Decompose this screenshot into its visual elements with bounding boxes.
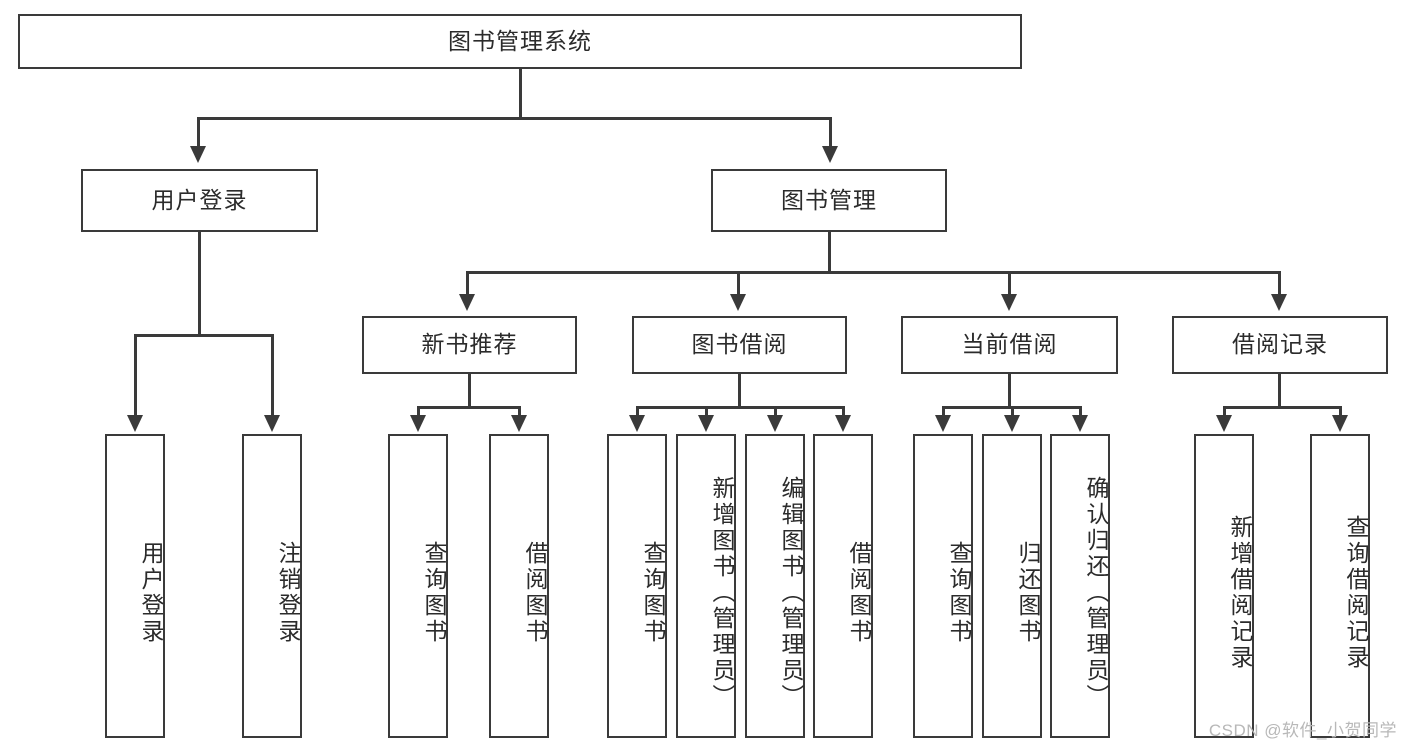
connector-borrow-record-stem (1278, 374, 1281, 406)
node-label: 查询图书 (946, 541, 972, 645)
node-label: 用户登录 (151, 186, 248, 213)
node-label: 注销登录 (275, 541, 301, 645)
connector-user-login-bus (134, 334, 273, 337)
connector-book-borrow-bus (636, 406, 843, 409)
connector-to-leaf-confirm-return (1079, 406, 1082, 418)
node-label: 新增图书（管理员） (709, 476, 735, 710)
connector-to-leaf-edit-book (774, 406, 777, 418)
connector-to-leaf-borrow-book-2 (842, 406, 845, 418)
connector-book-borrow-stem (738, 374, 741, 406)
arrowhead-leaf-edit-book (767, 415, 783, 432)
arrowhead-leaf-return-book (1004, 415, 1020, 432)
connector-new-book-recommend-stem (468, 374, 471, 406)
leaf-query-book-3[interactable]: 查询图书 (913, 434, 973, 738)
node-label: 确认归还（管理员） (1083, 476, 1109, 710)
leaf-query-book-1[interactable]: 查询图书 (388, 434, 448, 738)
connector-to-new-book-recommend (466, 271, 469, 297)
connector-to-leaf-query-book-3 (942, 406, 945, 418)
node-book-management[interactable]: 图书管理 (711, 169, 947, 232)
node-label: 新书推荐 (421, 331, 518, 358)
connector-level2-bus (197, 117, 832, 120)
leaf-add-record[interactable]: 新增借阅记录 (1194, 434, 1254, 738)
connector-to-leaf-query-record (1339, 406, 1342, 418)
leaf-borrow-book-1[interactable]: 借阅图书 (489, 434, 549, 738)
leaf-confirm-return[interactable]: 确认归还（管理员） (1050, 434, 1110, 738)
arrowhead-current-borrow (1001, 294, 1017, 311)
leaf-borrow-book-2[interactable]: 借阅图书 (813, 434, 873, 738)
connector-to-leaf-add-book (705, 406, 708, 418)
node-new-book-recommend[interactable]: 新书推荐 (362, 316, 577, 374)
node-label: 图书借阅 (691, 331, 788, 358)
connector-to-current-borrow (1008, 271, 1011, 297)
connector-to-leaf-user-logout (271, 334, 274, 418)
arrowhead-leaf-add-record (1216, 415, 1232, 432)
connector-to-borrow-record (1278, 271, 1281, 297)
node-borrow-record[interactable]: 借阅记录 (1172, 316, 1388, 374)
leaf-edit-book[interactable]: 编辑图书（管理员） (745, 434, 805, 738)
node-label: 查询图书 (421, 541, 447, 645)
node-label: 查询借阅记录 (1343, 515, 1369, 671)
arrowhead-book-management (822, 146, 838, 163)
leaf-add-book[interactable]: 新增图书（管理员） (676, 434, 736, 738)
leaf-query-record[interactable]: 查询借阅记录 (1310, 434, 1370, 738)
connector-level3-bus (466, 271, 1280, 274)
connector-to-user-login (197, 117, 200, 149)
connector-root-stem (519, 69, 522, 118)
connector-user-login-stem (198, 232, 201, 334)
arrowhead-book-borrow (730, 294, 746, 311)
connector-to-leaf-borrow-book-1 (518, 406, 521, 418)
arrowhead-leaf-query-record (1332, 415, 1348, 432)
node-label: 借阅记录 (1232, 331, 1328, 358)
node-label: 借阅图书 (846, 541, 872, 645)
leaf-user-login[interactable]: 用户登录 (105, 434, 165, 738)
arrowhead-leaf-borrow-book-2 (835, 415, 851, 432)
connector-to-leaf-query-book-2 (636, 406, 639, 418)
node-label: 图书管理系统 (448, 27, 592, 54)
connector-to-leaf-user-login (134, 334, 137, 418)
arrowhead-leaf-user-login (127, 415, 143, 432)
connector-to-leaf-add-record (1223, 406, 1226, 418)
connector-borrow-record-bus (1223, 406, 1341, 409)
arrowhead-leaf-query-book-1 (410, 415, 426, 432)
node-label: 新增借阅记录 (1227, 515, 1253, 671)
node-book-borrow[interactable]: 图书借阅 (632, 316, 847, 374)
arrowhead-new-book-recommend (459, 294, 475, 311)
node-label: 借阅图书 (522, 541, 548, 645)
node-root-book-management-system[interactable]: 图书管理系统 (18, 14, 1022, 69)
arrowhead-leaf-add-book (698, 415, 714, 432)
node-label: 查询图书 (640, 541, 666, 645)
connector-to-book-borrow (737, 271, 740, 297)
arrowhead-user-login (190, 146, 206, 163)
connector-new-book-recommend-bus (417, 406, 520, 409)
arrowhead-leaf-confirm-return (1072, 415, 1088, 432)
leaf-query-book-2[interactable]: 查询图书 (607, 434, 667, 738)
connector-to-book-management (829, 117, 832, 149)
arrowhead-leaf-user-logout (264, 415, 280, 432)
arrowhead-borrow-record (1271, 294, 1287, 311)
connector-to-leaf-query-book-1 (417, 406, 420, 418)
node-current-borrow[interactable]: 当前借阅 (901, 316, 1118, 374)
node-label: 当前借阅 (961, 331, 1058, 358)
connector-book-management-stem (828, 232, 831, 271)
connector-to-leaf-return-book (1011, 406, 1014, 418)
node-label: 归还图书 (1015, 541, 1041, 645)
leaf-user-logout[interactable]: 注销登录 (242, 434, 302, 738)
node-label: 图书管理 (781, 186, 877, 213)
arrowhead-leaf-query-book-3 (935, 415, 951, 432)
leaf-return-book[interactable]: 归还图书 (982, 434, 1042, 738)
node-label: 编辑图书（管理员） (778, 476, 804, 710)
node-label: 用户登录 (138, 541, 164, 645)
node-user-login[interactable]: 用户登录 (81, 169, 318, 232)
arrowhead-leaf-borrow-book-1 (511, 415, 527, 432)
connector-current-borrow-stem (1008, 374, 1011, 406)
arrowhead-leaf-query-book-2 (629, 415, 645, 432)
